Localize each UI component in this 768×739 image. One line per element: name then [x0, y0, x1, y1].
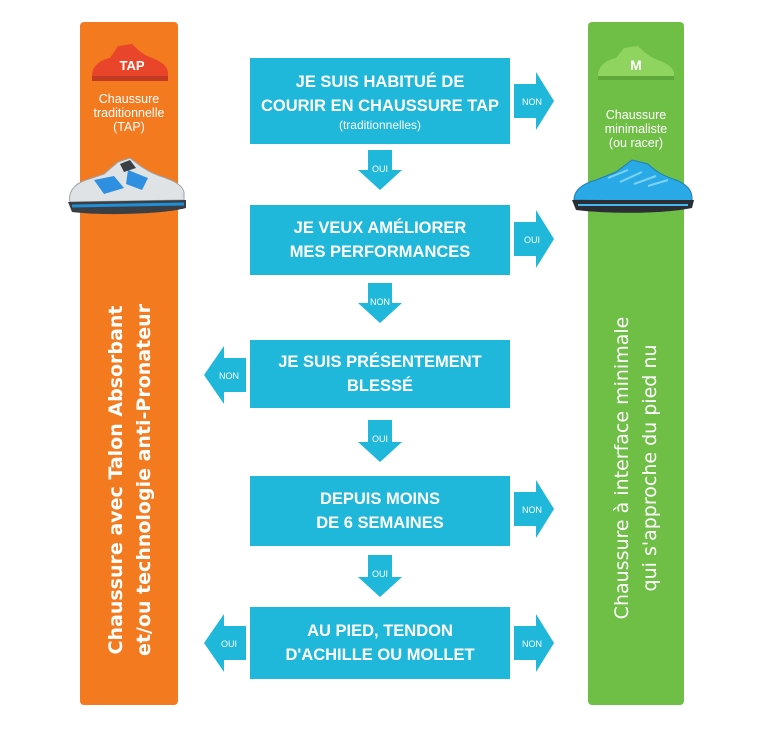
arrow-label: OUI — [221, 639, 237, 649]
step-2-down-arrow: NON — [358, 283, 402, 323]
caption-line: (ou racer) — [608, 136, 664, 150]
caption-line: Chaussure — [98, 92, 160, 106]
minimalist-description: Chaussure à interface minimale qui s'app… — [608, 258, 664, 678]
caption-line: Chaussure — [605, 108, 667, 122]
step-4-box: DEPUIS MOINS DE 6 SEMAINES — [250, 476, 510, 546]
step-5-line: AU PIED, TENDON — [307, 622, 453, 640]
description-line: Chaussure à interface minimale — [611, 316, 633, 620]
step-4-line: DEPUIS MOINS — [319, 490, 441, 508]
step-1-line: JE SUIS HABITUÉ DE — [295, 73, 465, 91]
step-5-line: D'ACHILLE OU MOLLET — [285, 646, 475, 664]
description-line: Chaussure avec Talon Absorbant — [105, 305, 127, 655]
tap-caption: Chaussure traditionnelle (TAP) — [80, 92, 178, 134]
description-line: qui s'approche du pied nu — [639, 344, 661, 592]
step-3-line: JE SUIS PRÉSENTEMENT — [278, 353, 482, 371]
step-1-box: JE SUIS HABITUÉ DE COURIR EN CHAUSSURE T… — [250, 58, 510, 144]
step-3-line: BLESSÉ — [346, 377, 414, 395]
minimalist-caption: Chaussure minimaliste (ou racer) — [588, 108, 684, 150]
tap-shoe-badge-icon: TAP — [92, 44, 168, 81]
step-1-right-arrow: NON — [514, 72, 554, 130]
tap-description: Chaussure avec Talon Absorbant et/ou tec… — [102, 270, 158, 690]
description-line: et/ou technologie anti-Pronateur — [133, 304, 155, 657]
step-2-right-arrow: OUI — [514, 210, 554, 268]
arrow-label: OUI — [524, 235, 540, 245]
step-5-right-arrow: NON — [514, 614, 554, 672]
m-badge-label: M — [630, 57, 642, 73]
caption-line: minimaliste — [604, 122, 668, 136]
step-2-box: JE VEUX AMÉLIORER MES PERFORMANCES — [250, 205, 510, 275]
arrow-label: OUI — [372, 434, 388, 444]
arrow-label: OUI — [372, 164, 388, 174]
step-3-box: JE SUIS PRÉSENTEMENT BLESSÉ — [250, 340, 510, 408]
step-5-box: AU PIED, TENDON D'ACHILLE OU MOLLET — [250, 607, 510, 679]
arrow-label: NON — [370, 297, 390, 307]
step-3-down-arrow: OUI — [358, 420, 402, 462]
step-2-line: MES PERFORMANCES — [289, 243, 471, 261]
step-3-left-arrow: NON — [204, 346, 246, 404]
arrow-label: NON — [522, 97, 542, 107]
step-1-down-arrow: OUI — [358, 150, 402, 190]
arrow-label: NON — [522, 505, 542, 515]
tap-shoe-column: TAP Chaussure traditionnelle (TAP) Chaus… — [80, 22, 178, 705]
minimalist-shoe-badge-icon: M — [598, 46, 674, 80]
arrow-label: NON — [522, 639, 542, 649]
minimalist-shoe-column: M Chaussure minimaliste (ou racer) Chaus… — [588, 22, 684, 705]
minimalist-shoe-icon — [572, 159, 694, 213]
step-4-down-arrow: OUI — [358, 555, 402, 597]
caption-line: (TAP) — [113, 120, 145, 134]
step-5-left-arrow: OUI — [204, 614, 246, 672]
step-1-line: COURIR EN CHAUSSURE TAP — [260, 97, 500, 115]
caption-line: traditionnelle — [93, 106, 165, 120]
step-1-subtext: (traditionnelles) — [338, 118, 422, 132]
step-2-line: JE VEUX AMÉLIORER — [293, 219, 467, 237]
tap-badge-label: TAP — [119, 58, 144, 73]
arrow-label: OUI — [372, 569, 388, 579]
arrow-label: NON — [219, 371, 239, 381]
step-4-line: DE 6 SEMAINES — [316, 514, 444, 532]
traditional-shoe-icon — [68, 157, 186, 215]
step-4-right-arrow: NON — [514, 480, 554, 538]
